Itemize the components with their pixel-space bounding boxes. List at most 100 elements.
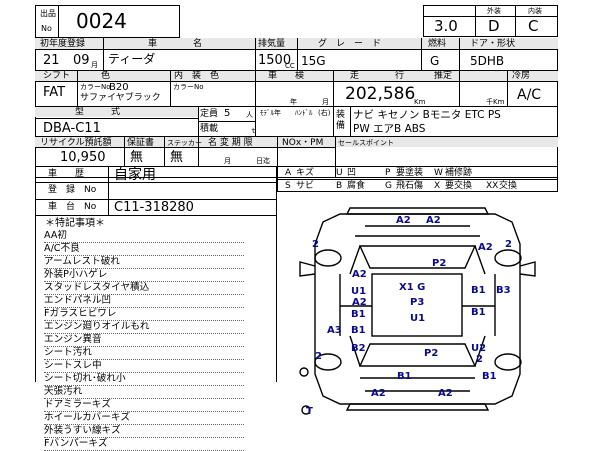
- displacement-unit: CC: [285, 62, 295, 70]
- note-item: シート切れ･破れ小: [44, 373, 244, 386]
- legend-x-text: 要交換: [445, 181, 473, 191]
- capacity-value: 5: [224, 108, 231, 119]
- mileage-unit: Km: [414, 98, 426, 106]
- note-item: ドアミラーキズ: [44, 399, 244, 412]
- legend-b: B: [336, 181, 343, 191]
- legend-p-text: 要塗装: [396, 168, 424, 178]
- interior-color-label: 内 装 色: [174, 71, 220, 81]
- history-label: 車 歴: [48, 169, 85, 179]
- legend-xx-text: 交換: [499, 181, 518, 191]
- damage-left-b1-b: B1: [351, 325, 366, 336]
- note-item: ホイールカバーキズ: [44, 412, 244, 425]
- note-item: スタッドレスタイヤ積込: [44, 282, 244, 295]
- displacement-label: 排気量: [258, 39, 286, 49]
- legend-g-text: 飛石傷: [396, 181, 424, 191]
- exterior-value: D: [488, 17, 500, 35]
- damage-a3: A3: [327, 325, 342, 336]
- note-item: エンジン異音: [44, 334, 244, 347]
- legend-s: S: [285, 181, 291, 191]
- damage-left-b1: B1: [351, 309, 366, 320]
- chassis-label: 車 台 No: [48, 202, 97, 212]
- note-item: AA初: [44, 230, 244, 243]
- note-item: アームレスト破れ: [44, 256, 244, 269]
- legend-w-text: 補修跡: [445, 168, 473, 178]
- color-no-label: カラーNo: [80, 83, 111, 91]
- estimate-label: 推定: [434, 71, 453, 81]
- grade-value: 15G: [301, 54, 326, 68]
- damage-t: T: [306, 406, 313, 417]
- damage-top-a2-left: A2: [396, 215, 411, 226]
- note-item: エンドパネル凹: [44, 295, 244, 308]
- displacement-value: 1500: [258, 53, 292, 68]
- recycle-label: リサイクル預託額: [40, 138, 112, 148]
- month-value: 09: [73, 53, 90, 68]
- notes-box: [35, 216, 277, 382]
- note-item: シート汚れ: [44, 347, 244, 360]
- sticker-value: 無: [170, 150, 184, 165]
- interior-label: 内装: [528, 7, 542, 15]
- legend-g: G: [385, 181, 392, 191]
- inspection-year-unit: 年: [290, 98, 297, 106]
- score-value: 3.0: [434, 17, 458, 35]
- note-item: A/C不良: [44, 243, 244, 256]
- equipment-label: 装 備: [336, 110, 355, 131]
- legend-c-text: 腐食: [347, 181, 366, 191]
- year-value: 21: [43, 53, 60, 68]
- history-box: [35, 166, 277, 216]
- legend-u-text: 凹: [347, 168, 357, 178]
- car-name: ティーダ: [108, 52, 156, 66]
- damage-a2-bottom-left: A2: [371, 388, 386, 399]
- handle-label: ﾊﾝﾄﾞﾙ: [295, 109, 313, 117]
- note-item: Fバンパーキズ: [44, 438, 244, 451]
- sales-point-label: セールスポイント: [338, 139, 394, 147]
- nox-label: NOx・PM: [282, 138, 324, 148]
- handle-value: (右): [318, 109, 331, 117]
- damage-b3: B3: [496, 285, 511, 296]
- damage-x1g: X1 G: [399, 282, 426, 293]
- damage-u2: U2: [471, 343, 487, 354]
- model-type-label: ﾓﾃﾞﾙ年: [260, 109, 281, 117]
- name-change-day: 日迄: [256, 157, 270, 165]
- legend-s-text: サビ: [296, 181, 315, 191]
- notes-title: ＊特記事項＊: [45, 218, 105, 229]
- damage-left-2-top: 2: [312, 239, 319, 250]
- model-label: 型 式: [75, 107, 121, 117]
- exterior-label: 外装: [487, 7, 501, 15]
- damage-a2-bottom-right: A2: [438, 388, 453, 399]
- damage-left-a2: A2: [352, 269, 367, 280]
- ac-value: A/C: [517, 87, 542, 103]
- legend-a: A: [285, 168, 292, 178]
- equipment-line2: PW エアB ABS: [353, 123, 426, 135]
- fuel-label: 燃料: [428, 39, 447, 49]
- legend-x: X: [434, 181, 441, 191]
- damage-right-b1-a: B1: [471, 285, 486, 296]
- damage-right-a2-top: A2: [478, 242, 493, 253]
- damage-u1-b: U1: [410, 313, 426, 324]
- load-unit: ｔ: [250, 127, 257, 135]
- month-unit: 月: [91, 61, 98, 69]
- mileage-value: 202,586: [345, 84, 416, 104]
- color-label: 色: [101, 71, 111, 81]
- note-item: シートスレ中: [44, 360, 244, 373]
- damage-right-2-top: 2: [505, 239, 512, 250]
- load-label: 積載: [200, 124, 219, 134]
- damage-b1-bottom: B1: [397, 371, 412, 382]
- legend-p: P: [385, 168, 391, 178]
- legend-w: W: [434, 168, 443, 178]
- damage-left-2-bottom: 2: [315, 351, 322, 362]
- grade-label: グ レ ー ド: [318, 39, 382, 49]
- note-item: 外装うすい線キズ: [44, 425, 244, 438]
- capacity-label: 定員: [200, 109, 219, 119]
- color-name: サファイヤブラック: [80, 93, 161, 103]
- door-value: 5DHB: [470, 54, 505, 68]
- model-value: DBA-C11: [43, 121, 101, 136]
- note-item: エンジン廻りオイルもれ: [44, 321, 244, 334]
- legend-xx: XX: [486, 181, 499, 191]
- legend-a-text: キズ: [296, 168, 315, 178]
- inspection-label: 車 検: [268, 71, 305, 81]
- legend-u: U: [336, 168, 343, 178]
- inspection-month-unit: 月: [322, 98, 329, 106]
- note-item: 天張汚れ: [44, 386, 244, 399]
- lot-number: 0024: [76, 9, 127, 33]
